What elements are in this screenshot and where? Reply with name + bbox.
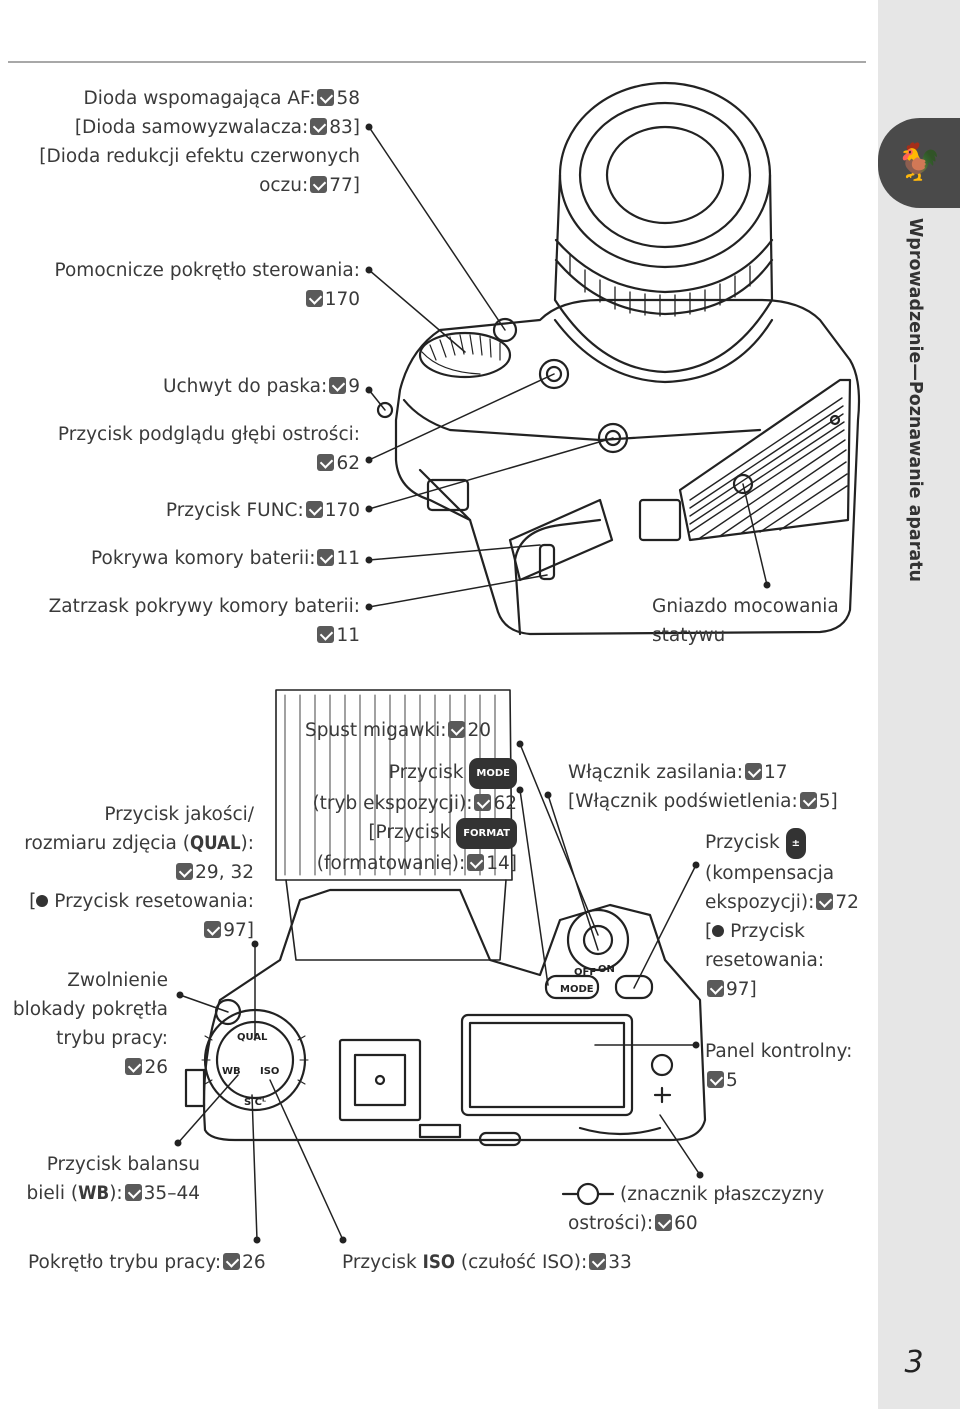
page-ref-icon	[448, 721, 466, 738]
label-control-panel: Panel kontrolny: 5	[705, 1041, 853, 1091]
page-ref-icon	[176, 863, 194, 880]
label-strap-eyelet: Uchwyt do paska:9	[162, 376, 360, 397]
page-ref-icon	[589, 1253, 607, 1270]
label-focal-plane-mark: (znacznik płaszczyzny	[620, 1184, 825, 1205]
leader-lines	[177, 126, 768, 1241]
focal-plane-mark	[561, 1182, 615, 1206]
page-ref-icon	[204, 921, 222, 938]
label-func-button: Przycisk FUNC:170	[165, 500, 360, 521]
chapter-tab: 🐓	[878, 118, 960, 208]
reset-dot-icon	[36, 895, 49, 907]
rooster-icon: 🐓	[896, 142, 942, 183]
leader-dots	[174, 123, 771, 1244]
page-ref-icon	[305, 501, 323, 518]
section-title: Wprowadzenie—Poznawanie aparatu	[905, 218, 925, 582]
label-release-mode-dial-lock: Zwolnienie blokady pokrętła trybu pracy:…	[12, 970, 168, 1078]
label-sub-command-dial: Pomocnicze pokrętło sterowania: 170	[54, 260, 360, 310]
power-off-label: OFF	[574, 967, 596, 978]
label-tripod-socket: Gniazdo mocowania statywu	[652, 596, 839, 646]
page-ref-icon	[310, 176, 328, 193]
sidebar	[878, 0, 960, 1409]
page-ref-icon	[317, 454, 335, 471]
label-battery-latch: Zatrzask pokrywy komory baterii: 11	[48, 596, 360, 646]
dial-qual-label: QUAL	[237, 1032, 268, 1043]
label-qual-button: Przycisk jakości/ rozmiaru zdjęcia (QUAL…	[24, 804, 254, 941]
mode-key-icon: MODE	[469, 758, 517, 789]
label-shutter-release: Spust migawki:20	[305, 720, 491, 741]
label-white-balance-button: Przycisk balansu bieli (WB):35–44	[26, 1154, 200, 1204]
front-camera-body	[376, 298, 861, 636]
page-ref-icon	[310, 118, 328, 135]
label-release-mode-dial: Pokrętło trybu pracy:26	[28, 1252, 266, 1273]
label-depth-of-field-button: Przycisk podglądu głębi ostrości: 62	[57, 424, 360, 474]
page-ref-icon	[799, 792, 817, 809]
label-af-lamp: Dioda wspomagająca AF:58 [Dioda samowyzw…	[39, 88, 360, 196]
page-ref-icon	[816, 893, 834, 910]
top-rule	[8, 61, 866, 63]
label-iso-button: Przycisk ISO (czułość ISO):33	[342, 1252, 632, 1273]
page-ref-icon	[467, 854, 485, 871]
page-ref-icon	[707, 980, 724, 997]
page-ref-icon	[124, 1184, 142, 1201]
label-exposure-compensation-button: Przycisk ± (kompensacja ekspozycji):72 […	[705, 828, 859, 1004]
page-ref-icon	[317, 626, 335, 643]
format-key-icon: FORMAT	[456, 818, 517, 849]
label-battery-cover: Pokrywa komory baterii:11	[91, 548, 360, 569]
label-focal-plane-mark-cont: ostrości):60	[568, 1213, 698, 1234]
page-ref-icon	[474, 794, 492, 811]
page-ref-icon	[655, 1214, 673, 1231]
mode-button-label: MODE	[560, 984, 594, 995]
page-ref-icon	[305, 290, 323, 307]
page-number: 3	[904, 1345, 924, 1380]
reset-dot-icon	[712, 925, 725, 937]
page-ref-icon	[223, 1253, 241, 1270]
page-ref-icon	[317, 549, 335, 566]
page-ref-icon	[744, 763, 762, 780]
dial-sc-label: S Cᴸ	[244, 1097, 266, 1108]
page-ref-icon	[329, 377, 347, 394]
page-ref-icon	[707, 1071, 724, 1088]
exposure-comp-key-icon: ±	[785, 828, 807, 859]
label-mode-button: Przycisk MODE (tryb ekspozycji):62 [Przy…	[312, 758, 517, 878]
dial-wb-label: WB	[222, 1066, 241, 1077]
power-on-label: ON	[598, 964, 615, 975]
top-camera-body	[184, 888, 707, 1147]
dial-iso-label: ISO	[260, 1066, 279, 1077]
front-lens	[553, 81, 774, 384]
page-ref-icon	[317, 89, 335, 106]
page-ref-icon	[125, 1058, 143, 1075]
label-power-switch: Włącznik zasilania:17 [Włącznik podświet…	[568, 762, 838, 812]
